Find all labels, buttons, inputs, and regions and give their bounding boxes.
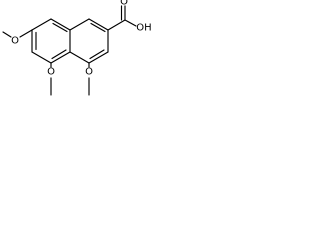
methoxy-top-left: O bbox=[2, 29, 33, 47]
bond-c9-c10 bbox=[88, 51, 109, 64]
bond-c6-c1 bbox=[31, 18, 52, 31]
methoxy-bottom-right: O bbox=[85, 62, 93, 96]
methoxy-bottom-left-oxygen-label: O bbox=[47, 67, 55, 78]
chemical-structure: O OH O O O bbox=[2, 0, 152, 96]
double-bond-inner-d bbox=[90, 22, 106, 33]
methoxy-top-left-oxygen-label: O bbox=[11, 36, 19, 47]
carboxylic-acid-group: O OH bbox=[107, 0, 152, 34]
double-bond-inner-b bbox=[51, 49, 67, 60]
bond-o1-methyl bbox=[2, 31, 12, 38]
bond-c7-c8 bbox=[88, 18, 109, 31]
bond-ring-to-carboxyl bbox=[107, 19, 126, 31]
ring-right bbox=[69, 18, 109, 64]
bond-c4-c5 bbox=[31, 51, 52, 64]
bond-c3-c4 bbox=[50, 51, 71, 64]
hydroxyl-label: OH bbox=[136, 23, 151, 34]
bond-carboxyl-oh bbox=[124, 19, 137, 27]
bond-ring-to-o1 bbox=[19, 29, 33, 38]
methoxy-bottom-right-oxygen-label: O bbox=[85, 67, 93, 78]
carbonyl-oxygen-label: O bbox=[120, 0, 128, 8]
bond-c10-c3 bbox=[69, 51, 90, 64]
double-bond-inner-a bbox=[52, 22, 68, 33]
bond-c1-c2 bbox=[50, 18, 71, 31]
bond-c2-c7 bbox=[69, 18, 90, 31]
double-bond-inner-e bbox=[89, 49, 105, 60]
methoxy-bottom-left: O bbox=[47, 62, 55, 96]
ring-left bbox=[31, 18, 71, 64]
